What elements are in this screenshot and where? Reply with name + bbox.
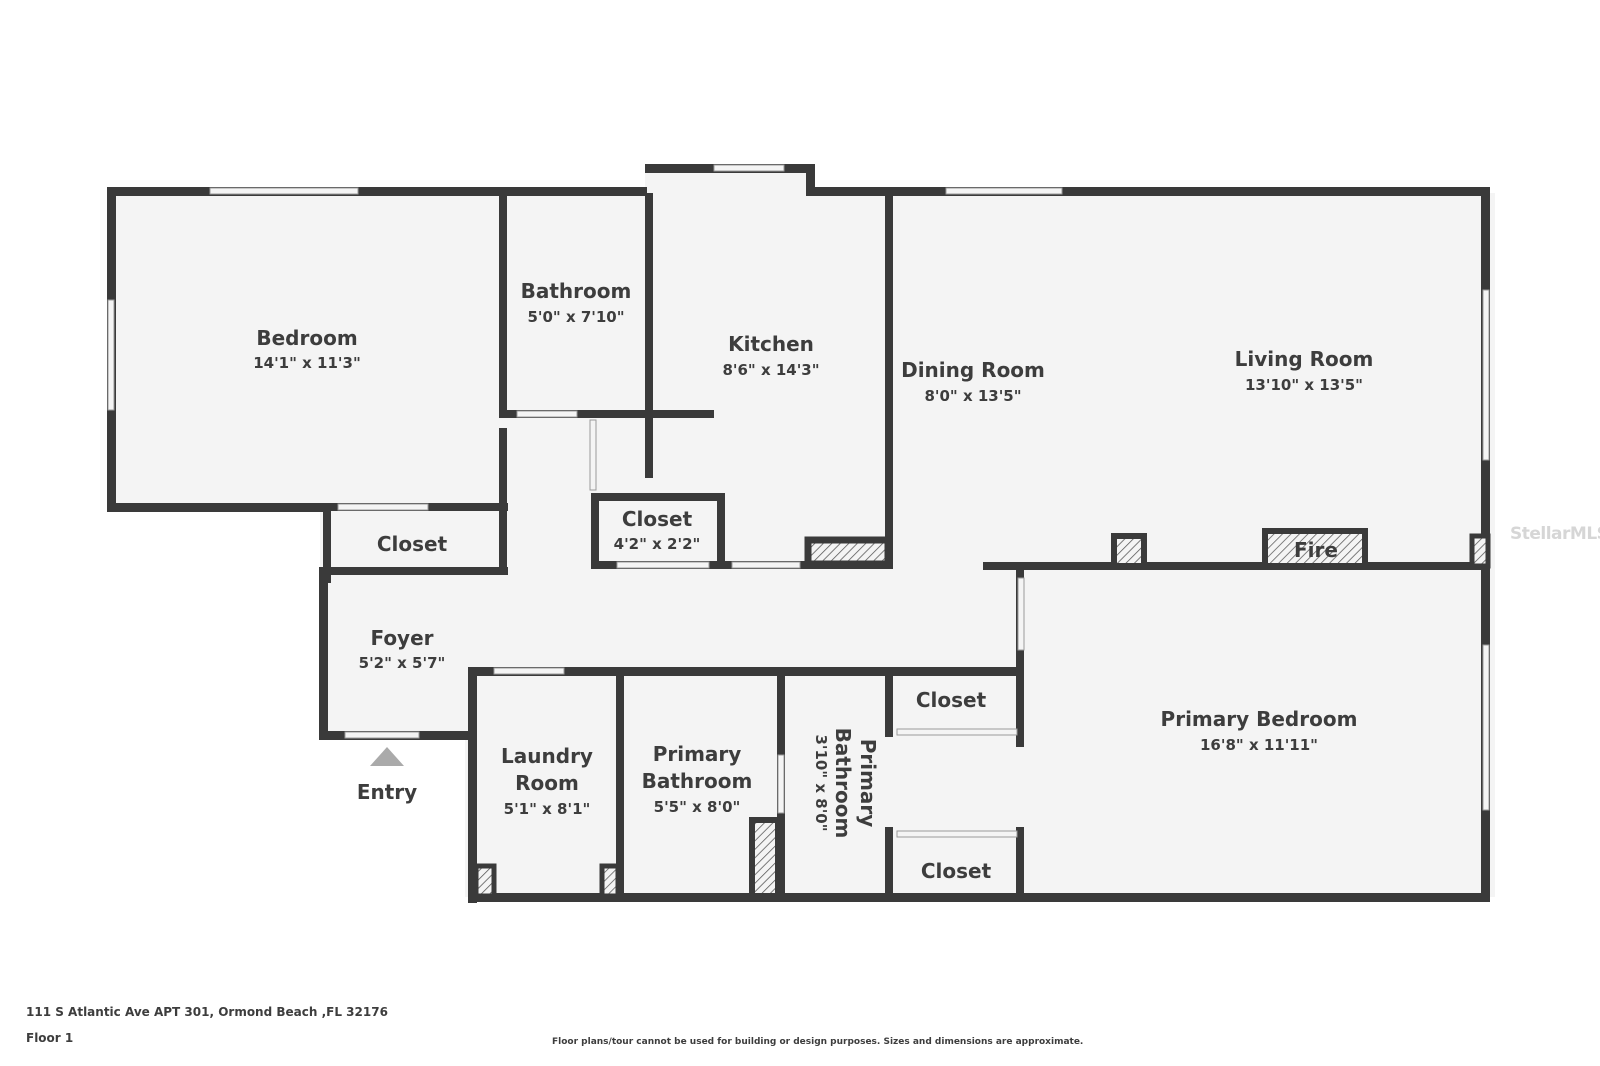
room-dims-living-room: 13'10" x 13'5" (1245, 376, 1363, 394)
room-dims-primary-bath-a: 5'5" x 8'0" (654, 798, 741, 816)
watermark: StellarMLS (1510, 524, 1600, 544)
disclaimer: Floor plans/tour cannot be used for buil… (552, 1037, 1084, 1047)
room-labels: Bedroom 14'1" x 11'3" Bathroom 5'0" x 7'… (253, 279, 1373, 883)
room-name-foyer: Foyer (370, 626, 433, 650)
exterior-mask (100, 510, 465, 910)
room-name-primary-bath-b-line1: Primary (856, 739, 880, 828)
room-dims-foyer: 5'2" x 5'7" (359, 654, 446, 672)
room-name-living-room: Living Room (1235, 347, 1374, 371)
room-name-dining-room: Dining Room (901, 358, 1045, 382)
fireplace (1262, 528, 1368, 569)
entry-arrow-icon (370, 747, 404, 766)
room-dims-bedroom: 14'1" x 11'3" (253, 354, 361, 372)
room-name-kitchen: Kitchen (728, 332, 814, 356)
room-name-bathroom: Bathroom (521, 279, 632, 303)
room-name-bedroom: Bedroom (256, 326, 357, 350)
fireplace-label: Fire (1294, 538, 1338, 562)
room-dims-primary-bath-b: 3'10" x 8'0" (812, 734, 830, 831)
openings (107, 164, 1490, 838)
room-name-primary-bath-a-line1: Primary (653, 742, 742, 766)
room-name-closet-primary-top: Closet (916, 688, 987, 712)
room-dims-bathroom: 5'0" x 7'10" (527, 308, 624, 326)
room-dims-dining-room: 8'0" x 13'5" (924, 387, 1021, 405)
room-dims-primary-bedroom: 16'8" x 11'11" (1200, 736, 1318, 754)
room-name-primary-bath-a-line2: Bathroom (642, 769, 753, 793)
fixtures (473, 528, 1491, 899)
room-name-primary-bath-b-line2: Bathroom (831, 728, 855, 839)
room-dims-kitchen: 8'6" x 14'3" (722, 361, 819, 379)
room-name-primary-bedroom: Primary Bedroom (1161, 707, 1358, 731)
property-address: 111 S Atlantic Ave APT 301, Ormond Beach… (26, 1005, 388, 1019)
room-name-laundry-line2: Room (515, 771, 579, 795)
room-dims-laundry: 5'1" x 8'1" (504, 800, 591, 818)
entry-label: Entry (357, 780, 417, 804)
room-dims-closet-hall: 4'2" x 2'2" (614, 535, 701, 553)
room-name-closet-primary-bottom: Closet (921, 859, 992, 883)
room-name-closet-hall: Closet (622, 507, 693, 531)
room-name-laundry-line1: Laundry (501, 744, 593, 768)
floor-label: Floor 1 (26, 1031, 74, 1045)
room-name-closet-bedroom: Closet (377, 532, 448, 556)
